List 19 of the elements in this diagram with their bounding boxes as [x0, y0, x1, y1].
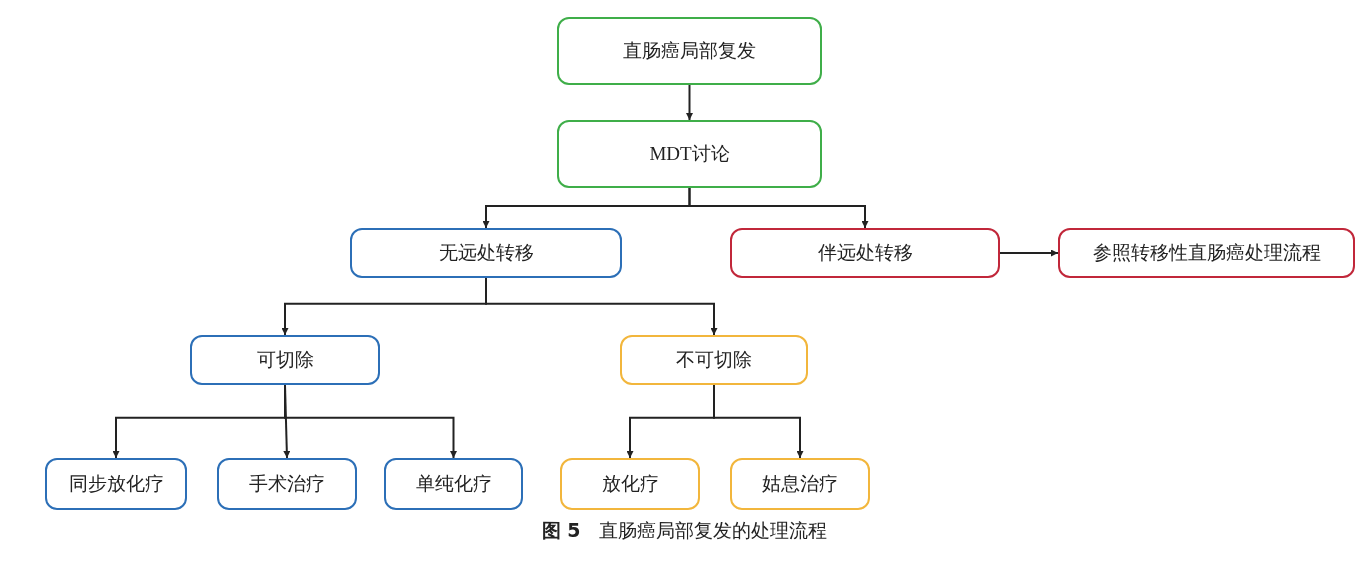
process-box: MDT讨论 [557, 120, 822, 188]
process-box: 直肠癌局部复发 [557, 17, 822, 85]
caption: 图 5 直肠癌局部复发的处理流程 [541, 519, 828, 541]
process-box: 可切除 [190, 335, 380, 385]
process-box: 参照转移性直肠癌处理流程 [1058, 228, 1355, 278]
process-box: 伴远处转移 [730, 228, 1000, 278]
process-box: 不可切除 [620, 335, 808, 385]
process-box: 无远处转移 [350, 228, 622, 278]
process-box: 放化疗 [560, 458, 700, 510]
process-box: 手术治疗 [217, 458, 357, 510]
arrow [284, 384, 457, 459]
process-box: 单纯化疗 [384, 458, 523, 510]
arrow [485, 277, 718, 336]
process-box: 姑息治疗 [730, 458, 870, 510]
arrow [999, 249, 1059, 257]
arrow [713, 384, 804, 459]
arrow [688, 187, 869, 229]
process-box: 同步放化疗 [45, 458, 187, 510]
arrow [686, 84, 693, 121]
